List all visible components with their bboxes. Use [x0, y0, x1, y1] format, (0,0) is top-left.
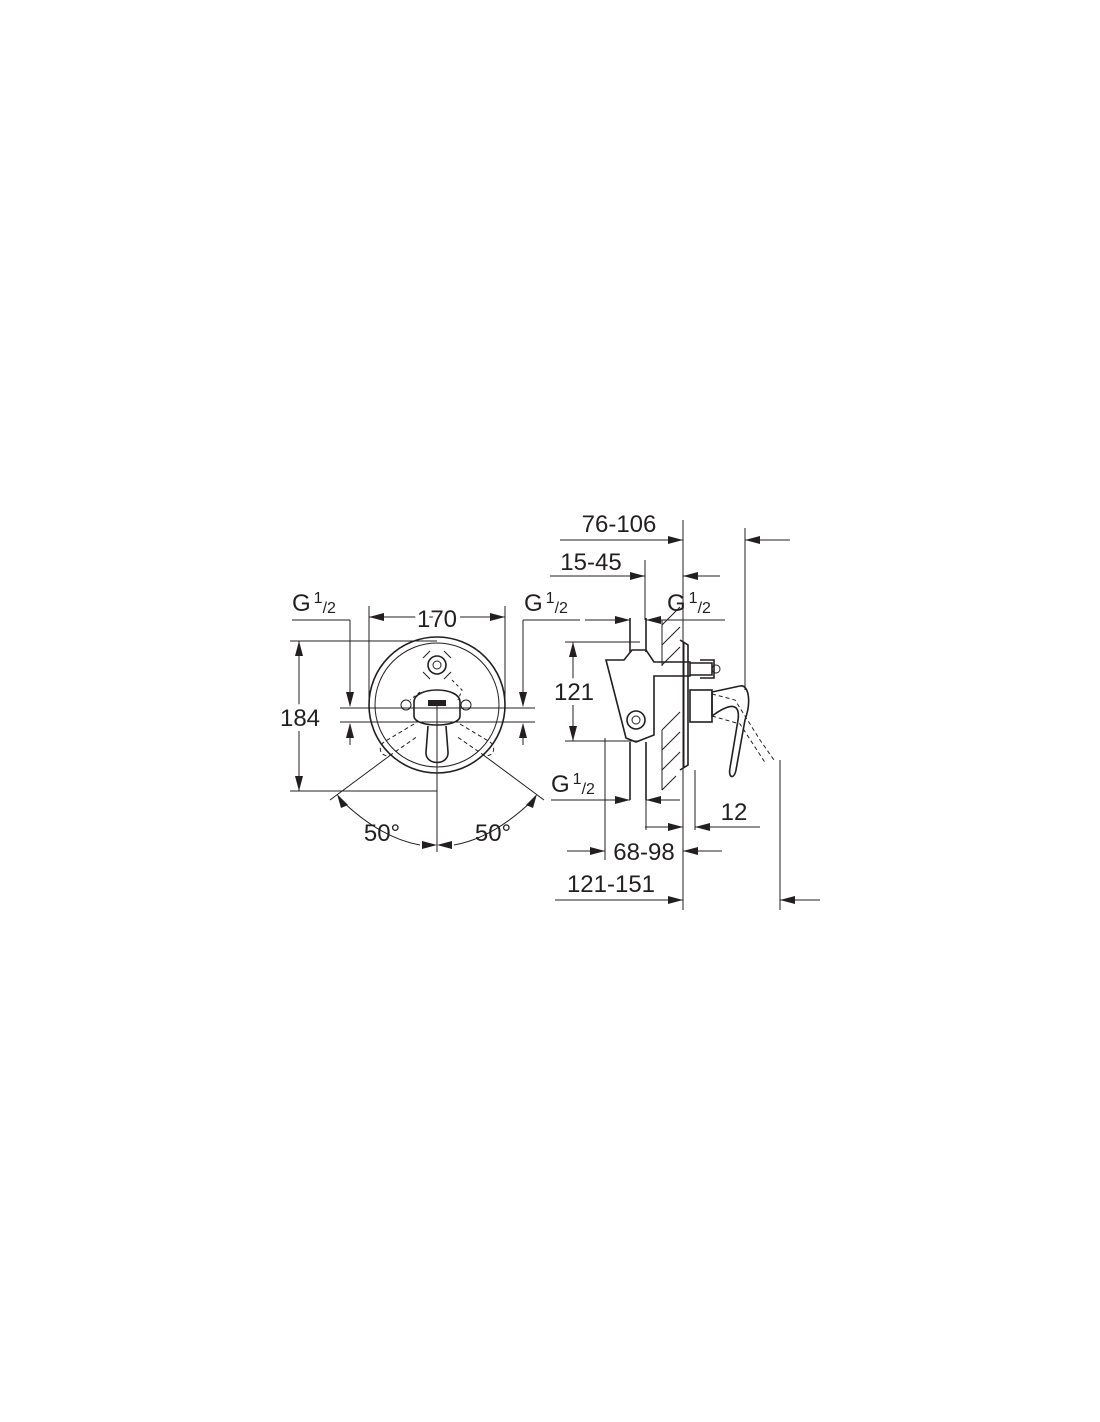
logo-mark: [428, 700, 446, 706]
bottom-inlet: [626, 710, 646, 730]
height-label: 184: [280, 705, 320, 732]
handle-block: [689, 689, 713, 723]
inlet-spacing-label: 121: [554, 679, 594, 706]
side-view: 76-106 15-45 G1/2 G1/2 121 G1/2: [549, 511, 820, 910]
depth-body-label: 15-45: [560, 549, 621, 576]
angle-left-label: 50°: [364, 820, 400, 847]
top-connection: [427, 655, 447, 675]
lever-side: [711, 685, 750, 778]
wall-hatching: [661, 606, 681, 791]
diverter-knob: [690, 659, 715, 679]
valve-body: [604, 649, 691, 743]
projection-range-label: 121-151: [567, 871, 655, 898]
width-label: 170: [417, 606, 457, 633]
plate-thickness-label: 12: [721, 799, 748, 826]
depth-total-label: 76-106: [582, 511, 657, 538]
angle-right-label: 50°: [475, 820, 511, 847]
install-range-label: 68-98: [613, 839, 674, 866]
